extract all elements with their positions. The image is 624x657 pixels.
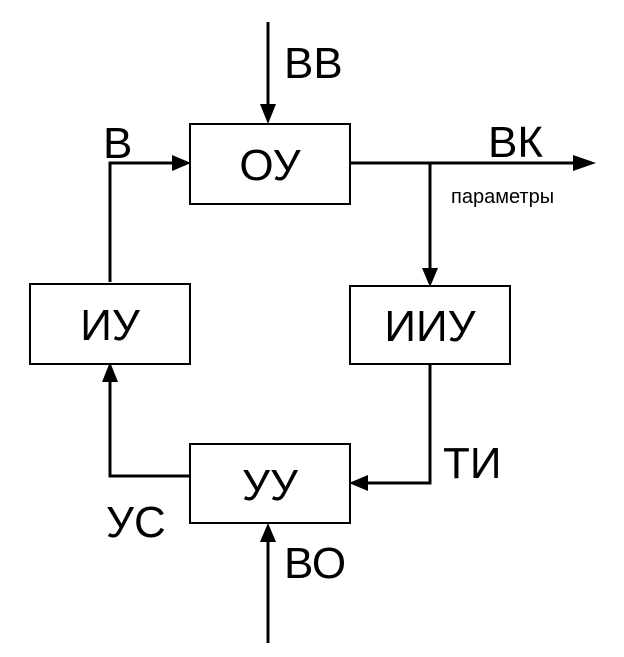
parameters-label: параметры bbox=[451, 186, 554, 208]
block-iiu-label: ИИУ bbox=[384, 302, 476, 351]
ou-input-arrowhead bbox=[172, 155, 191, 171]
signal-vv-label: ВВ bbox=[284, 39, 343, 88]
vo-up-arrowhead bbox=[260, 523, 276, 542]
vv-arrowhead bbox=[260, 104, 276, 124]
iiu-down-arrowhead bbox=[422, 268, 438, 287]
block-iiu bbox=[349, 285, 511, 365]
block-iu-label: ИУ bbox=[80, 301, 141, 350]
block-ou bbox=[189, 123, 351, 205]
signal-us-label: УС bbox=[106, 498, 166, 547]
iu-to-ou-line bbox=[108, 161, 174, 282]
uu-input-arrowhead bbox=[349, 475, 368, 491]
us-to-iu-line bbox=[108, 380, 190, 478]
signal-v-label: В bbox=[103, 119, 132, 168]
signal-vo-label: ВО bbox=[284, 539, 346, 588]
block-ou-label: ОУ bbox=[239, 141, 301, 190]
signal-vk-label: ВК bbox=[488, 118, 543, 167]
signal-ti-label: ТИ bbox=[443, 439, 502, 488]
iiu-to-uu-line bbox=[366, 364, 432, 485]
block-iu bbox=[29, 283, 191, 365]
block-uu bbox=[189, 443, 351, 524]
vk-output-arrowhead bbox=[573, 155, 596, 171]
iu-up-arrowhead bbox=[102, 362, 118, 382]
block-uu-label: УУ bbox=[242, 461, 299, 510]
